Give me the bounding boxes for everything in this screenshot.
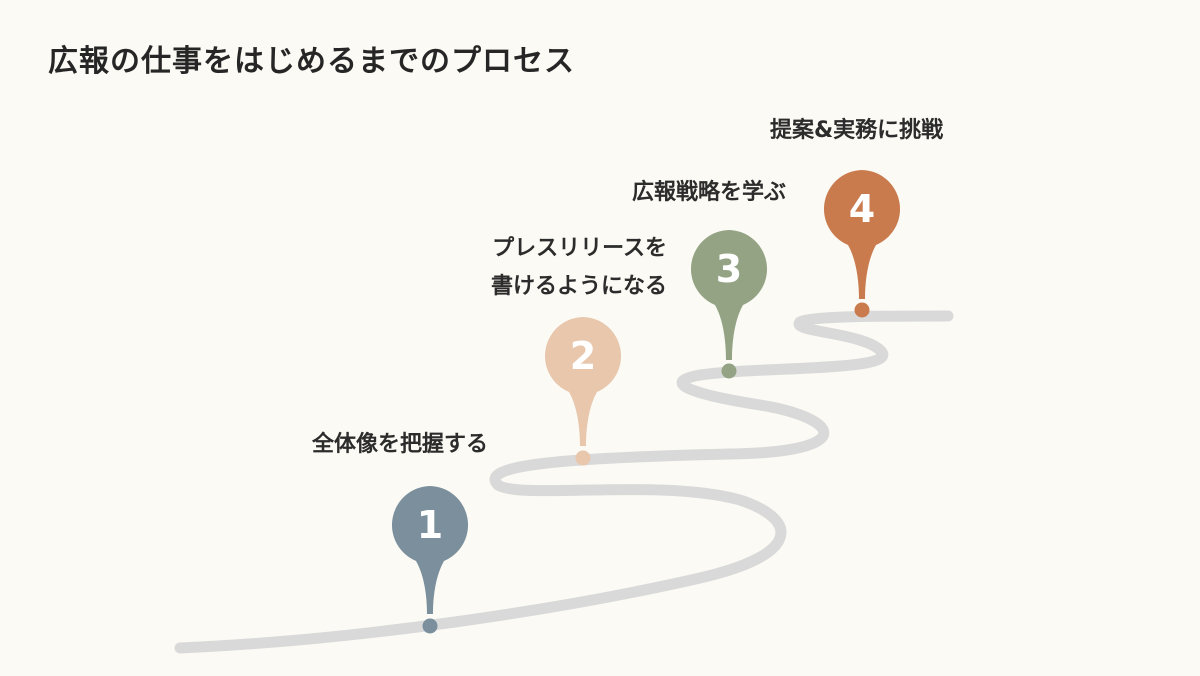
page-title: 広報の仕事をはじめるまでのプロセス bbox=[48, 44, 575, 79]
pin-step-1: 1 bbox=[391, 486, 469, 634]
pin-step-3: 3 bbox=[690, 230, 768, 379]
pin-4-tip bbox=[854, 302, 870, 318]
pin-1-shape bbox=[391, 486, 469, 614]
pin-3-tip bbox=[721, 363, 737, 379]
pin-step-4: 4 bbox=[823, 170, 901, 318]
pin-1-number: 1 bbox=[417, 503, 443, 547]
pin-1-tip bbox=[422, 618, 438, 634]
step-4-label-line: 提案&実務に挑戦 bbox=[770, 118, 944, 143]
step-4-label: 提案&実務に挑戦 bbox=[770, 112, 943, 150]
step-2-label-line-2: 書けるようになる bbox=[490, 274, 667, 299]
step-3-label-line: 広報戦略を学ぶ bbox=[632, 180, 787, 205]
step-2-label-line-1: プレスリリースを bbox=[492, 236, 667, 261]
pin-2-shape bbox=[544, 317, 622, 446]
pin-2-tip bbox=[575, 450, 591, 466]
pin-step-2: 2 bbox=[544, 317, 622, 466]
pin-4-shape bbox=[823, 170, 901, 299]
step-3-label: 広報戦略を学ぶ bbox=[632, 174, 786, 212]
step-2-label: プレスリリースを 書けるようになる bbox=[455, 230, 667, 306]
pin-3-number: 3 bbox=[716, 247, 742, 291]
pin-4-number: 4 bbox=[849, 187, 875, 231]
pin-3-shape bbox=[690, 230, 768, 360]
road-path bbox=[174, 310, 954, 654]
pin-2-number: 2 bbox=[570, 334, 596, 378]
step-1-label-line: 全体像を把握する bbox=[312, 432, 489, 457]
step-1-label: 全体像を把握する bbox=[312, 426, 488, 464]
